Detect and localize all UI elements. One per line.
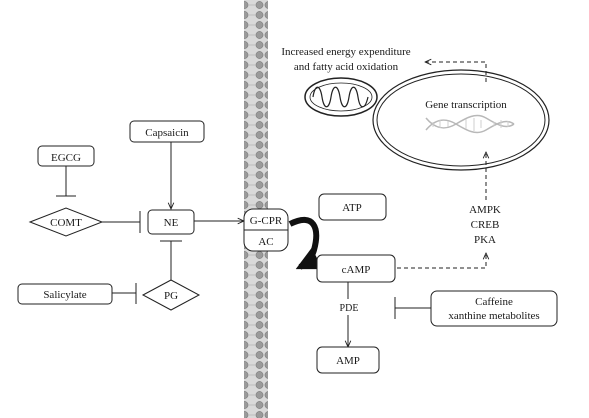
comt-diamond [28,207,104,237]
atp-box [318,193,387,221]
fatty-acid-oxidation-label: and fatty acid oxidation [294,61,399,73]
xanthine-metabolites-label: xanthine metabolites [448,310,539,322]
pde-label-bg [337,299,361,315]
capsaicin-label: Capsaicin [145,127,189,139]
pg-diamond [141,279,201,311]
atp-label: ATP [342,202,362,214]
dna-helix-icon [425,114,515,134]
salicylate-label: Salicylate [43,289,86,301]
egcg-label: EGCG [51,152,81,164]
pg-label: PG [164,290,178,302]
energy-expenditure-label: Increased energy expenditure [281,46,410,58]
ac-label: AC [258,236,273,248]
caffeine-label: Caffeine [475,296,513,308]
ne-box [147,209,195,235]
capsaicin-box [129,120,205,143]
nucleus-outer [372,69,550,171]
caffeine-box [430,290,558,327]
ac-atp-to-camp-arrow [288,216,323,270]
mitochondrion-icon [304,77,378,117]
nucleus-inner [376,73,546,167]
kinases-label-bg [462,201,508,251]
camp-box [316,254,396,283]
camp-to-kinases-dashed-arrow [397,253,486,269]
gene-transcription-label: Gene transcription [425,99,507,111]
salicylate-box [17,283,113,305]
camp-label: cAMP [342,264,371,276]
creb-label: CREB [471,219,500,231]
amp-label: AMP [336,355,360,367]
ampk-label: AMPK [469,204,501,216]
gcpr-label: G-CPR [250,215,283,227]
pka-label: PKA [474,234,496,246]
amp-box [316,346,380,374]
pde-label: PDE [340,303,359,314]
egcg-box [37,145,95,167]
comt-label: COMT [50,217,82,229]
ne-label: NE [164,217,179,229]
